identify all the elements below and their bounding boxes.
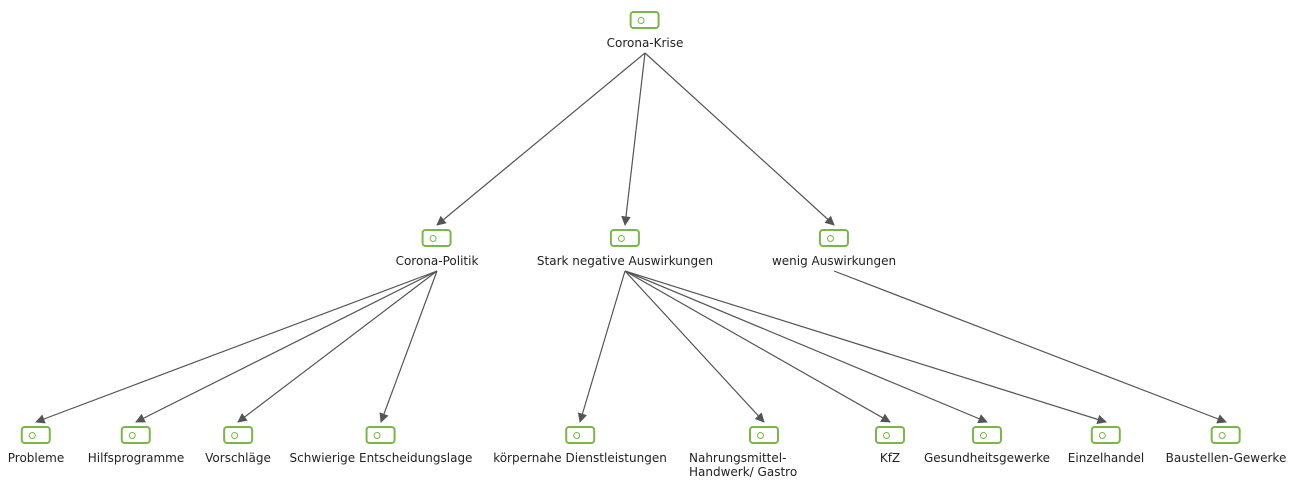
node-label: Stark negative Auswirkungen (536, 254, 714, 268)
node-corona-politik[interactable]: Corona-Politik (395, 229, 479, 268)
tag-icon (749, 426, 779, 444)
node-vorschlaege[interactable]: Vorschläge (205, 426, 271, 465)
edge-stark-einzel (624, 270, 1107, 424)
node-label: Baustellen-Gewerke (1165, 451, 1287, 465)
edge-root-stark (621, 52, 646, 226)
node-nahrungsmittel-handwerk-gastro[interactable]: Nahrungsmittel-Handwerk/ Gastro (689, 426, 839, 479)
node-einzelhandel[interactable]: Einzelhandel (1068, 426, 1144, 465)
node-label: Vorschläge (205, 451, 271, 465)
tag-icon (971, 426, 1002, 444)
node-label: Schwierige Entscheidungslage (289, 451, 473, 465)
node-probleme[interactable]: Probleme (8, 426, 64, 465)
edge-root-politik (436, 52, 646, 226)
edge-politik-hilfs (135, 270, 438, 423)
edge-politik-probleme (35, 270, 438, 424)
tag-icon (365, 426, 396, 444)
node-label: Gesundheitsgewerke (923, 451, 1051, 465)
edge-stark-kfz (624, 270, 891, 423)
tag-icon (222, 426, 253, 444)
tag-icon (610, 229, 640, 247)
tag-icon (421, 229, 452, 247)
node-label: Probleme (7, 451, 65, 465)
node-corona-krise[interactable]: Corona-Krise (606, 11, 684, 50)
edge-stark-nahrung (624, 270, 765, 423)
node-label: KfZ (879, 451, 901, 465)
node-baustellen-gewerke[interactable]: Baustellen-Gewerke (1165, 426, 1287, 465)
edge-politik-schwierig (379, 270, 438, 423)
tag-icon (1091, 426, 1121, 444)
node-schwierige-entscheidungslage[interactable]: Schwierige Entscheidungslage (289, 426, 473, 465)
node-label: wenig Auswirkungen (771, 254, 897, 268)
node-label: Hilfsprogramme (87, 451, 185, 465)
node-koerpernahe-dienstleistungen[interactable]: körpernahe Dienstleistungen (493, 426, 667, 465)
tag-icon (121, 426, 151, 444)
edge-politik-vorschlaege (237, 270, 438, 423)
edge-stark-gesund (624, 270, 988, 424)
node-hilfsprogramme[interactable]: Hilfsprogramme (88, 426, 184, 465)
tag-icon (629, 11, 660, 29)
tag-icon (565, 426, 595, 444)
node-label: körpernahe Dienstleistungen (493, 451, 667, 465)
node-label: Einzelhandel (1067, 451, 1145, 465)
node-kfz[interactable]: KfZ (875, 426, 905, 465)
node-label: Corona-Politik (395, 254, 479, 268)
edge-stark-koerper (577, 270, 626, 423)
node-label: Nahrungsmittel-Handwerk/ Gastro (689, 451, 798, 479)
tag-icon (1211, 426, 1241, 444)
edge-wenig-bau (833, 270, 1227, 424)
tag-icon (819, 229, 849, 247)
tag-icon (20, 426, 51, 444)
edge-root-wenig (644, 52, 835, 226)
tag-icon (875, 426, 905, 444)
node-wenig-auswirkungen[interactable]: wenig Auswirkungen (772, 229, 896, 268)
node-gesundheitsgewerke[interactable]: Gesundheitsgewerke (924, 426, 1050, 465)
node-label: Corona-Krise (606, 36, 684, 50)
node-stark-negative-auswirkungen[interactable]: Stark negative Auswirkungen (537, 229, 713, 268)
